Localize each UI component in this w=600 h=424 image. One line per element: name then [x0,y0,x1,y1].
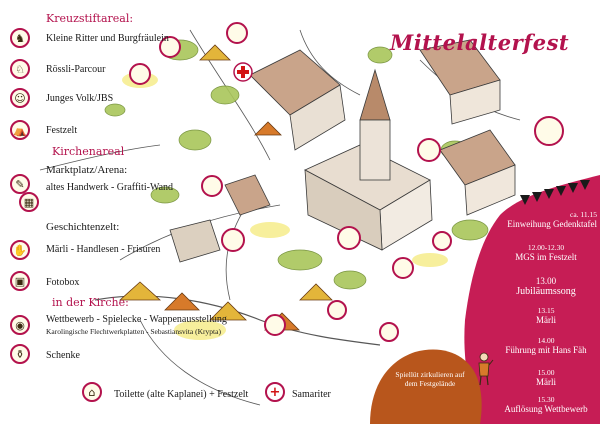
legend-item-fotobox: Fotobox [46,277,80,288]
timeline-event: Märli [536,315,556,325]
timeline-event: Führung mit Hans Fäh [505,345,587,355]
legend-item-wettbewerb: Wettbewerb - Spielecke - Wappenausstellu… [46,314,227,325]
legend-item-wettbewerb-sub: Karolingische Flechtwerkplatten - Sebast… [46,327,221,336]
red-cross-icon: + [265,382,285,402]
timeline-event: Auflösung Wettbewerb [504,404,588,414]
section-kreuzstiftareal: Kreuzstiftareal: [46,12,134,25]
eye-icon: ◉ [10,315,30,335]
graffiti-icon: ▦ [19,192,39,212]
timeline-event: Jubiläumssong [516,286,576,297]
storytelling-icon: ✋ [10,240,30,260]
map-markers [129,22,564,342]
hobby-horse-icon: ♘ [10,59,30,79]
youth-icon: ☺ [10,88,30,108]
legend-item-handwerk: altes Handwerk - Graffiti-Wand [46,182,174,193]
timeline-entry: 14.00 Führung mit Hans Fäh [500,336,592,355]
section-kirche: in der Kirche: [52,296,129,309]
spielleute-background [370,349,482,424]
tent-icon: ⛺ [10,120,30,140]
timeline-entry: 12.00-12.30 MGS im Festzelt [500,243,592,262]
pennant-garland [520,180,590,205]
legend-item-kleine-ritter: Kleine Ritter und Burgfräulein [46,33,169,44]
timeline-event: Einweihung Gedenktafel [507,219,597,229]
legend-item-festzelt: Festzelt [46,125,78,136]
buildings [169,39,516,263]
spielleute-note: Spiellüt zirkulieren auf dem Festgelände [395,370,465,388]
timeline-entry: ca. 11.15 Einweihung Gedenktafel [505,210,597,229]
musician-icon [478,352,494,386]
timeline-time: 12.00-12.30 [527,243,565,252]
tents [118,44,333,331]
craft-icon: ✎ [10,174,30,194]
marktplatz-heading: Marktplatz/Arena: [46,164,128,176]
camera-icon: ▣ [10,271,30,291]
timeline-time: 14.00 [537,336,555,345]
timeline-entry: 13.15 Märli [500,306,592,325]
timeline-background [464,175,600,424]
legend-item-roessli: Rössli-Parcour [46,64,106,75]
geschichtenzelt-heading: Geschichtenzelt: [46,221,120,233]
timeline-time: 15.00 [537,368,555,377]
toilet-icon: ⌂ [82,382,102,402]
timeline-time: 15.30 [537,395,555,404]
legend-item-samariter: Samariter [292,389,331,400]
legend-item-schenke: Schenke [46,350,80,361]
mug-icon: ⚱ [10,344,30,364]
timeline-entry: 13.00 Jubiläumssong [500,276,592,297]
knight-icon: ♞ [10,28,30,48]
legend-item-toilette: Toilette (alte Kaplanei) + Festzelt [114,389,249,400]
timeline-entry: 15.30 Auflösung Wettbewerb [500,395,592,414]
timeline-time: 13.00 [535,276,557,286]
section-kirchenareal: Kirchenareal [52,145,125,158]
timeline-event: Märli [536,377,556,387]
timeline-entry: 15.00 Märli [500,368,592,387]
timeline-event: MGS im Festzelt [515,252,577,262]
timeline-time: 13.15 [537,306,555,315]
legend-item-maerli: Märli - Handlesen - Frisuren [46,244,161,255]
page-title: Mittelalterfest [390,30,570,55]
map-samariter-marker [233,62,253,82]
legend-item-junges-volk: Junges Volk/JBS [46,93,114,104]
timeline-time: ca. 11.15 [569,210,597,219]
